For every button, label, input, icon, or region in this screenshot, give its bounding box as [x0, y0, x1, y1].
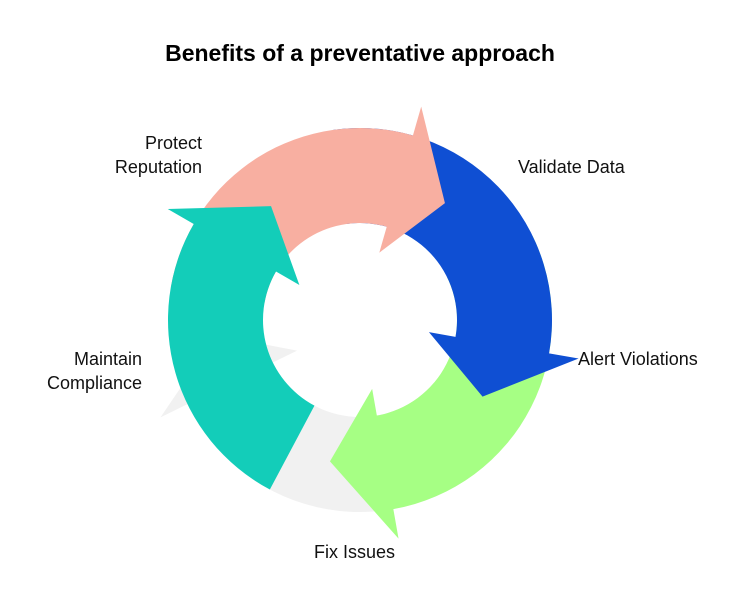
label-text: Alert Violations — [578, 349, 698, 369]
label-line: Compliance — [46, 373, 142, 393]
arrow-maintain-compliance — [167, 206, 315, 490]
label-validate-data: Validate Data — [518, 155, 625, 179]
label-text: Fix Issues — [314, 542, 396, 562]
label-line: Protect — [144, 133, 202, 153]
label-line: Maintain — [73, 349, 142, 369]
diagram-title: Benefits of a preventative approach — [165, 40, 555, 66]
label-alert-violations: Alert Violations — [578, 347, 698, 371]
label-fix-issues: Fix Issues — [314, 540, 395, 564]
label-protect-reputation: Protect Reputation — [115, 131, 202, 179]
label-maintain-compliance: Maintain Compliance — [47, 347, 142, 395]
label-text: Validate Data — [518, 157, 625, 177]
label-line: Reputation — [114, 157, 202, 177]
